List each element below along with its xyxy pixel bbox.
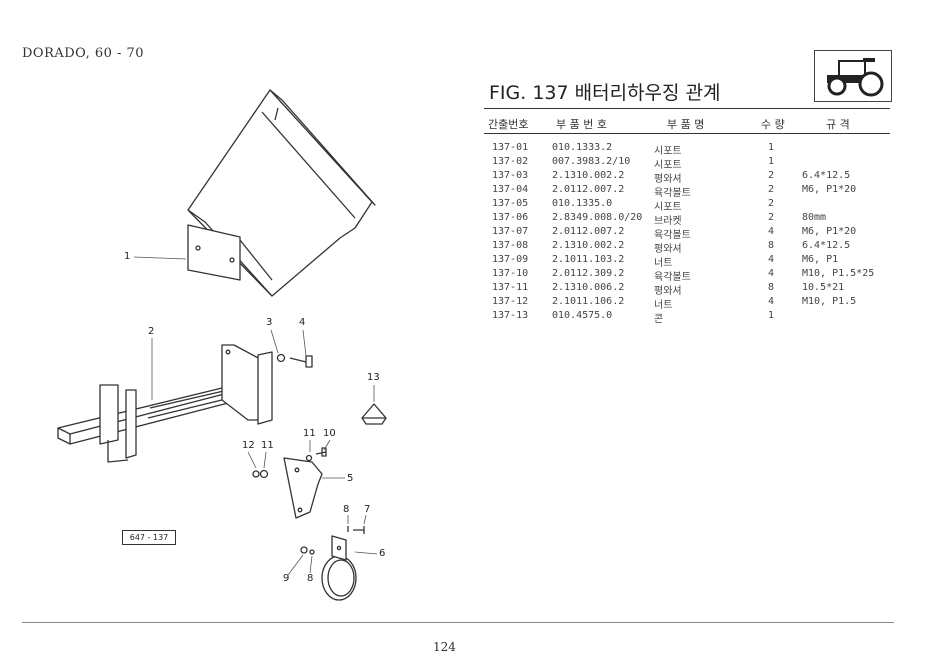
bracket-plate (283, 457, 323, 519)
page-number: 124 (433, 640, 456, 654)
figure-code: 647 - 137 (122, 530, 176, 545)
col-header-spec: 규 격 (826, 118, 850, 131)
model-label: DORADO, 60 - 70 (22, 46, 145, 61)
support-rail (57, 344, 273, 463)
flat-washer (276, 353, 286, 363)
cone (361, 403, 387, 425)
col-header-part-name: 부 품 명 (667, 118, 705, 131)
col-header-index: 간출번호 (488, 118, 529, 131)
col-header-part-no: 부 품 번 호 (556, 118, 607, 131)
ring-clamp (321, 535, 357, 601)
callout-label: 7 (364, 504, 371, 515)
callout-label: 2 (148, 326, 155, 337)
callout-label: 11 (303, 428, 316, 439)
callout-label: 10 (323, 428, 336, 439)
callout-label: 8 (307, 573, 314, 584)
callout-label: 12 (242, 440, 255, 451)
callout-label: 13 (367, 372, 380, 383)
battery-housing (187, 89, 376, 297)
figure-title: FIG. 137 배터리하우징 관계 (489, 82, 721, 104)
callout-label: 4 (299, 317, 306, 328)
callout-label: 3 (266, 317, 273, 328)
col-header-qty: 수 량 (761, 118, 785, 131)
callout-label: 6 (379, 548, 386, 559)
callout-label: 11 (261, 440, 274, 451)
hex-bolt (289, 355, 313, 368)
footer-rule (22, 622, 894, 623)
tractor-icon (827, 58, 884, 97)
callout-label: 8 (343, 504, 350, 515)
tractor-logo (814, 50, 892, 102)
table-top-rule (484, 108, 890, 109)
table-header-rule (484, 133, 890, 134)
callout-label: 1 (124, 251, 131, 262)
callout-label: 5 (347, 473, 354, 484)
callout-label: 9 (283, 573, 290, 584)
